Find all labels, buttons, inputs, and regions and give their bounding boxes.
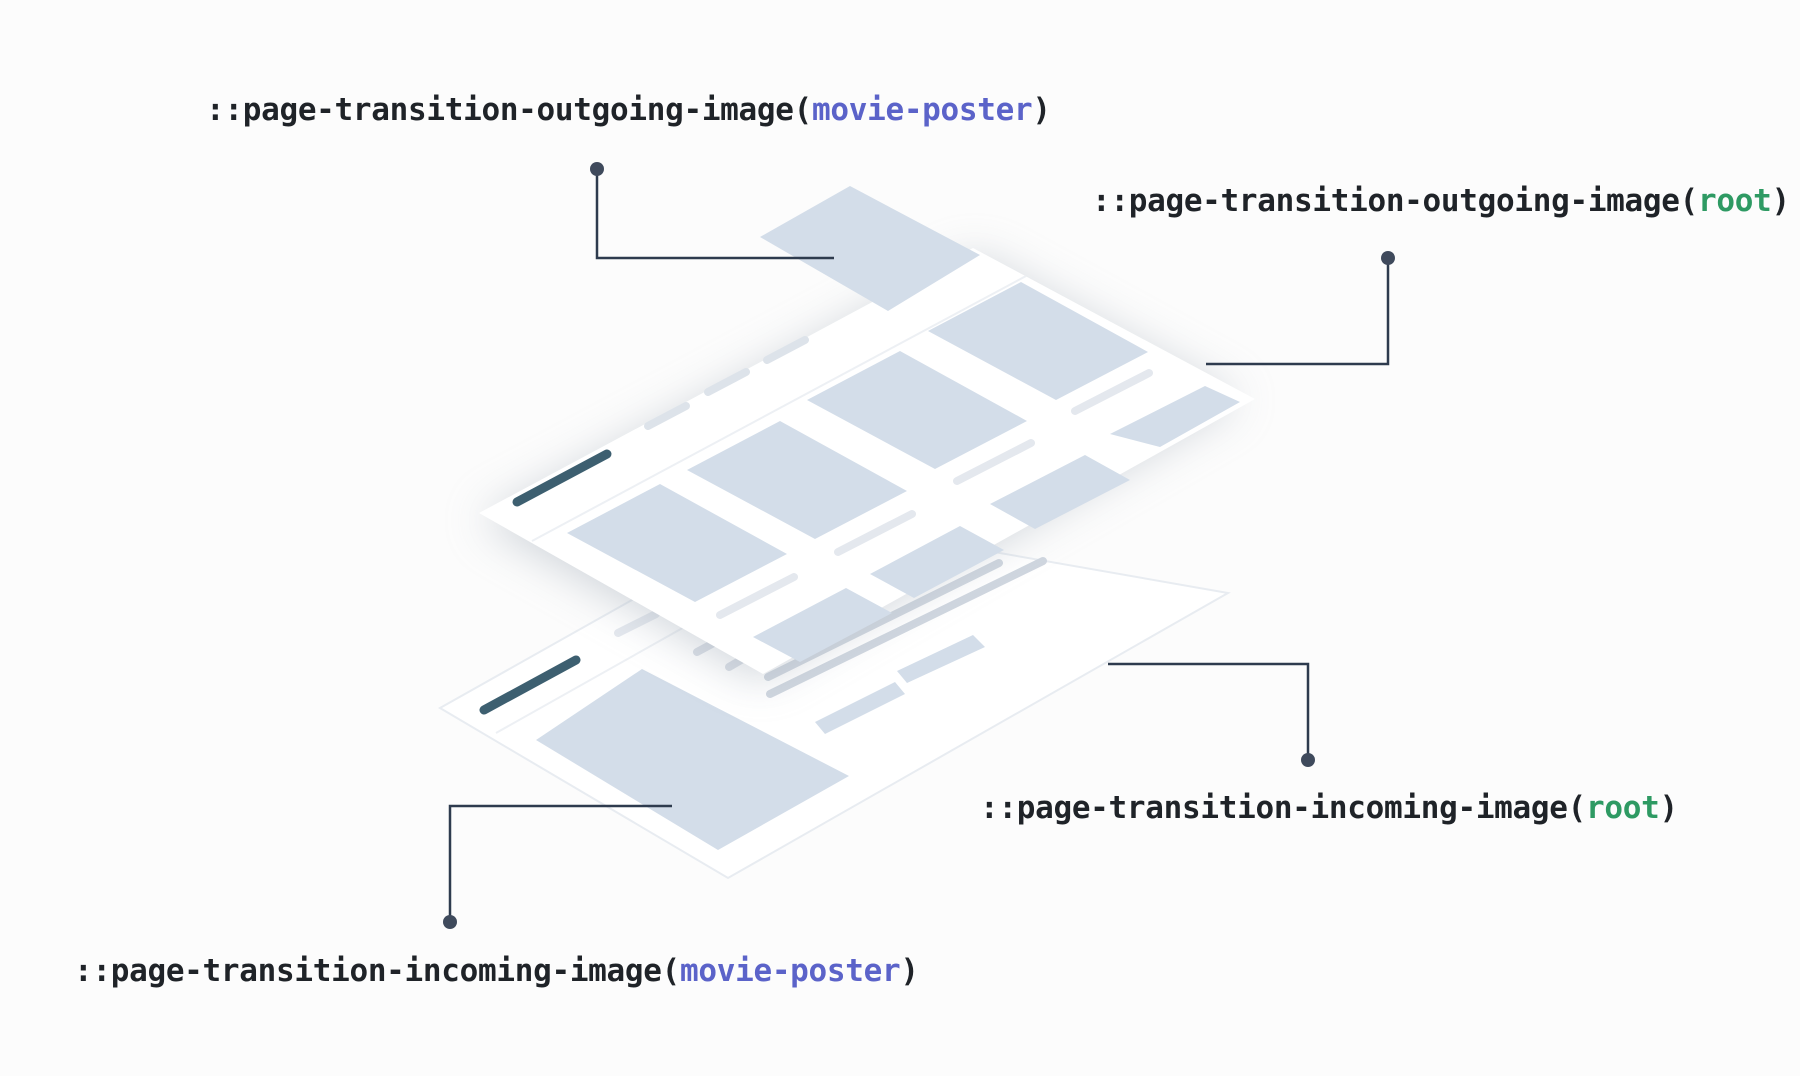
grid-card-2 [687, 421, 907, 539]
label-arg-root: root [1698, 183, 1772, 219]
label-prefix: ::page-transition-outgoing-image( [1092, 183, 1698, 219]
label-suffix: ) [1032, 92, 1051, 128]
outgoing-header-rule [531, 275, 1027, 542]
label-suffix: ) [900, 953, 919, 989]
label-arg-movie-poster: movie-poster [680, 953, 901, 989]
label-prefix: ::page-transition-outgoing-image( [206, 92, 812, 128]
outgoing-nav-line-1 [644, 402, 690, 430]
connector-dot-incoming-root [1301, 753, 1315, 767]
grid-card-8 [1110, 386, 1240, 447]
connector-incoming-movie-poster [448, 804, 672, 922]
connector-dot-outgoing-movie-poster [590, 162, 604, 176]
connector-dot-incoming-movie-poster [443, 915, 457, 929]
outgoing-page-layer [479, 248, 1255, 680]
connector-dot-outgoing-root [1381, 251, 1395, 265]
grid-card-7 [990, 455, 1130, 529]
connector-outgoing-root [1206, 258, 1390, 366]
card-caption-2 [834, 510, 916, 556]
label-outgoing-root: ::page-transition-outgoing-image(root) [1092, 183, 1790, 219]
card-caption-1 [716, 573, 798, 619]
grid-card-6 [870, 526, 1004, 598]
incoming-button-2 [897, 635, 985, 683]
label-prefix: ::page-transition-incoming-image( [980, 790, 1586, 826]
grid-card-4 [928, 282, 1148, 400]
grid-card-3 [807, 351, 1027, 469]
incoming-text-line-2 [766, 557, 1047, 698]
grid-card-1 [567, 484, 787, 602]
connector-outgoing-movie-poster [595, 169, 834, 260]
label-outgoing-movie-poster: ::page-transition-outgoing-image(movie-p… [206, 92, 1051, 128]
label-arg-movie-poster: movie-poster [812, 92, 1033, 128]
incoming-header-bar [479, 655, 581, 715]
label-suffix: ) [1659, 790, 1678, 826]
label-suffix: ) [1771, 183, 1790, 219]
outgoing-movie-poster-placeholder [760, 186, 980, 311]
incoming-button-1 [815, 682, 905, 734]
connector-incoming-root [1108, 662, 1310, 760]
label-incoming-movie-poster: ::page-transition-incoming-image(movie-p… [74, 953, 919, 989]
incoming-movie-poster-placeholder [536, 669, 849, 850]
outgoing-nav-line-3 [763, 336, 809, 364]
connectors [448, 169, 1390, 922]
card-caption-3 [953, 439, 1035, 485]
grid-card-5 [753, 588, 892, 662]
label-arg-root: root [1586, 790, 1660, 826]
incoming-nav-line-1 [614, 610, 660, 637]
connector-dots [443, 162, 1395, 929]
outgoing-header-bar [512, 449, 612, 507]
card-caption-4 [1071, 369, 1153, 415]
outgoing-nav-line-2 [704, 368, 750, 396]
label-prefix: ::page-transition-incoming-image( [74, 953, 680, 989]
label-incoming-root: ::page-transition-incoming-image(root) [980, 790, 1678, 826]
